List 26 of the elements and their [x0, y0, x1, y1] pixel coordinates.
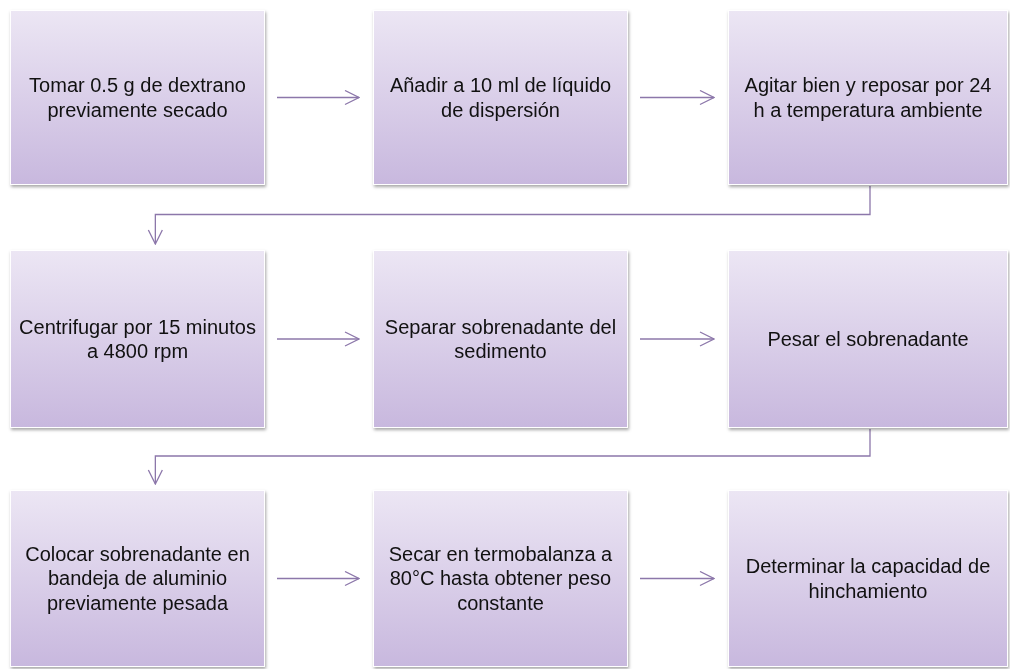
process-box [373, 250, 628, 428]
arrow [276, 331, 360, 347]
process-box [373, 490, 628, 667]
process-box [10, 10, 265, 185]
arrow [639, 331, 715, 347]
arrow [147, 185, 871, 245]
step-text: Centrifugar por 15 minutos a 4800 rpm [19, 314, 256, 364]
process-box [728, 490, 1008, 667]
step-text: Tomar 0.5 g de dextrano previamente secado [28, 73, 247, 122]
arrow [639, 89, 715, 106]
step-text: Colocar sobrenadante en bandeja de aluminio previamente pesada [24, 541, 251, 616]
arrow [276, 89, 360, 106]
process-box [728, 10, 1008, 185]
step-text: Secar en termobalanza a 80°C hasta obtener peso constante [387, 541, 614, 616]
process-box [373, 10, 628, 185]
step-text: Agitar bien y reposar por 24 h a temperatura ambiente [743, 73, 993, 122]
process-box [10, 490, 265, 667]
step-text: Separar sobrenadante del sedimento [383, 314, 618, 364]
arrow [147, 428, 871, 485]
step-text: Determinar la capacidad de hinchamiento [744, 554, 992, 603]
step-text: Añadir a 10 ml de líquido de dispersión [388, 73, 613, 122]
arrow [276, 570, 360, 587]
process-box [728, 250, 1008, 428]
arrow [639, 570, 715, 587]
process-box [10, 250, 265, 428]
step-text: Pesar el sobrenadante [767, 326, 969, 352]
